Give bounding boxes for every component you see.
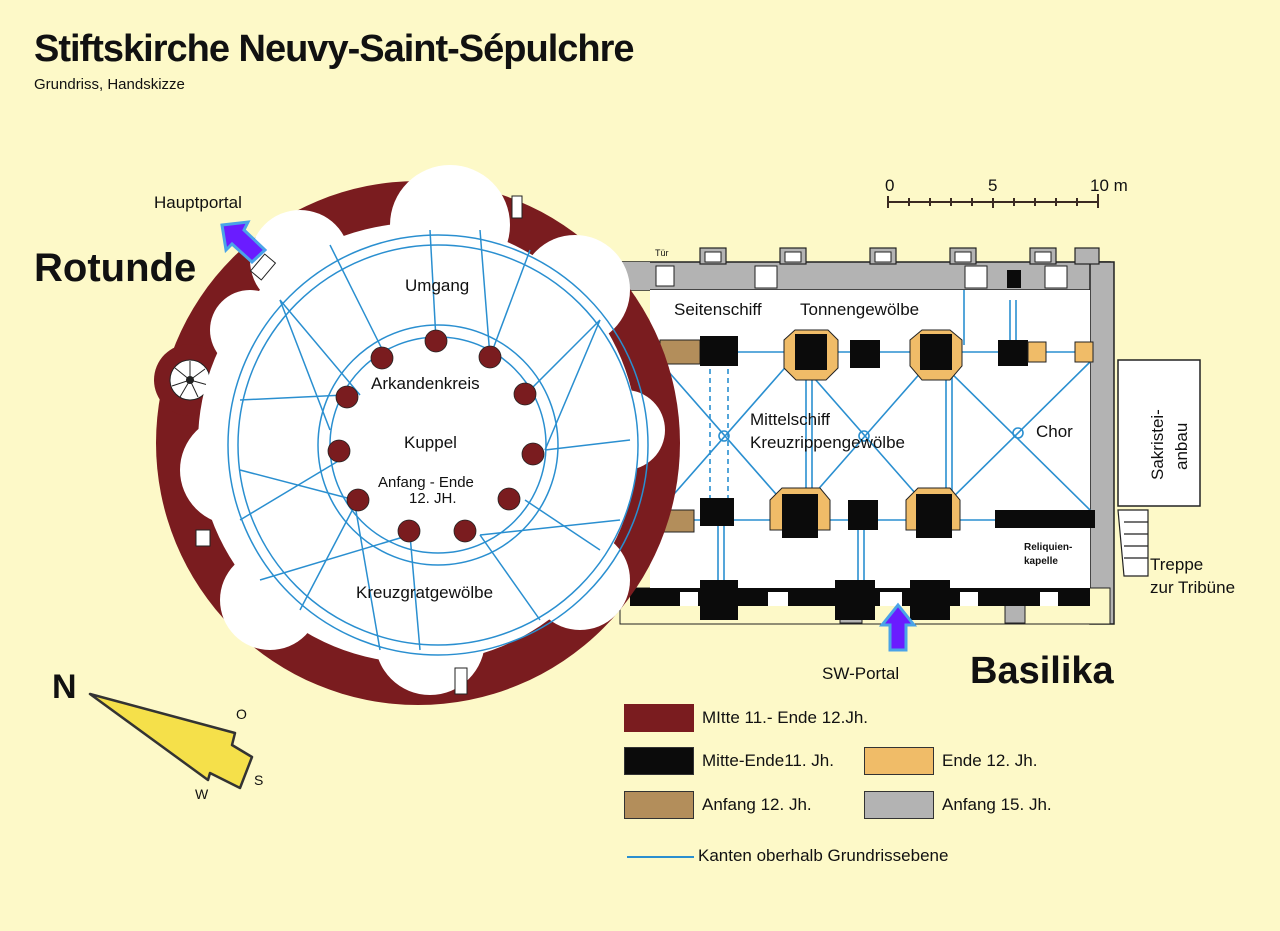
legend-swatch [624,704,694,732]
sakristei-label-line1: Sakristei- [1148,409,1167,480]
compass-south: S [254,772,264,788]
piers-south [630,487,1095,620]
scale-tick-10: 10 m [1090,176,1128,195]
arkandenkreis-label: Arkandenkreis [371,374,480,393]
legend-item: Mitte-Ende11. Jh. [624,747,834,775]
kuppel-date-line1: Anfang - Ende [378,474,474,491]
piers-north [659,270,1094,381]
legend-swatch [864,791,934,819]
reliquienkapelle-label-line1: Reliquien- [1024,542,1073,553]
kreuzrippengewoelbe-label: Kreuzrippengewölbe [750,433,905,452]
sakristei-label-line2: anbau [1172,422,1191,470]
compass-arrow [88,692,254,790]
legend-item: MItte 11.- Ende 12.Jh. [624,704,868,732]
legend-item: Anfang 12. Jh. [624,791,812,819]
sw-portal-arrow [878,602,918,652]
scale-bar [887,194,1099,208]
tuer-label: Tür [655,248,669,258]
compass-east: O [236,706,247,722]
tonnengewoelbe-label: Tonnengewölbe [800,300,920,319]
sakristei-anbau [1117,359,1201,507]
sw-portal-label: SW-Portal [822,664,900,683]
arcade-columns [327,329,545,543]
mittelschiff-label: Mittelschiff [750,410,830,429]
legend-swatch [624,747,694,775]
scale-tick-5: 5 [988,176,998,195]
kuppel-label: Kuppel [404,433,457,452]
hauptportal-label: Hauptportal [154,193,242,212]
umgang-label: Umgang [405,276,470,295]
rotunda-vault-ribs [227,229,649,656]
kuppel-date-line2: 12. JH. [409,490,457,507]
treppe-label-line2: zur Tribüne [1150,578,1236,597]
page-title: Stiftskirche Neuvy-Saint-Sépulchre [34,28,635,70]
reliquienkapelle-label-line2: kapelle [1024,556,1058,567]
legend-label: MItte 11.- Ende 12.Jh. [702,708,868,727]
kreuzgratgewoelbe-label: Kreuzgratgewölbe [356,583,494,602]
hauptportal-arrow [220,220,268,265]
compass-north: N [52,668,77,706]
legend-swatch [624,791,694,819]
legend-item: Ende 12. Jh. [864,747,1037,775]
legend-label: Anfang 15. Jh. [942,795,1052,814]
legend-label: Mitte-Ende11. Jh. [702,751,834,770]
basilika-label: Basilika [970,650,1114,692]
legend-label: Ende 12. Jh. [942,751,1038,770]
treppe-label-line1: Treppe [1150,555,1204,574]
legend-line-label: Kanten oberhalb Grundrissebene [698,846,949,865]
chor-label: Chor [1036,422,1073,441]
compass-west: W [195,786,209,802]
page-subtitle: Grundriss, Handskizze [34,76,185,93]
legend-swatch [864,747,934,775]
rotunde-label: Rotunde [34,246,197,290]
seitenschiff-label: Seitenschiff [674,300,762,319]
staircase [1117,509,1149,577]
scale-tick-0: 0 [885,176,895,195]
rotunda-doors [195,195,523,695]
legend-item: Anfang 15. Jh. [864,791,1052,819]
legend-label: Anfang 12. Jh. [702,795,812,814]
